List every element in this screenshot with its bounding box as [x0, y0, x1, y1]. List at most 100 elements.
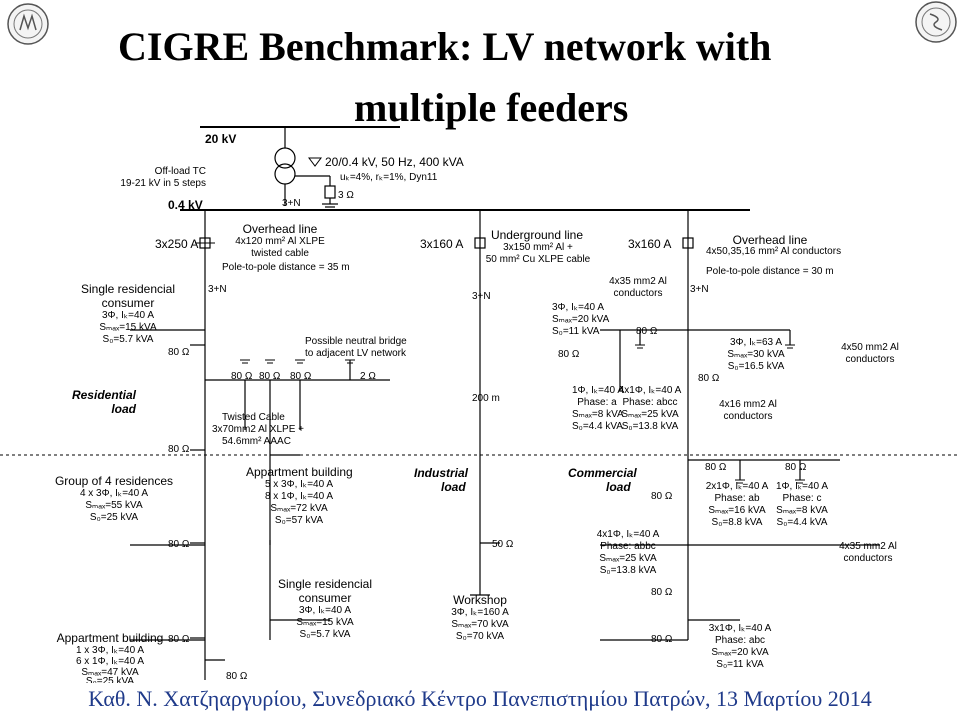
workshop-smax: Sₘₐₓ=70 kVA [451, 619, 509, 630]
residential-line-cable-type: twisted cable [251, 248, 309, 259]
commercial-cond50-label: conductors [845, 354, 895, 365]
apartment-building-1-smax: Sₘₐₓ=72 kVA [270, 503, 328, 514]
res-ground-r2: 80 Ω [231, 371, 253, 382]
transformer-primary [274, 147, 296, 169]
commercial-cond50-size: 4x50 mm2 Al [841, 342, 899, 353]
commercial-ground-r4: 80 Ω [651, 491, 673, 502]
apartment-building-2-s0: S₀=25 kVA [85, 676, 135, 687]
industrial-ground-r: 50 Ω [492, 539, 514, 550]
hv-voltage-label: 20 kV [205, 132, 237, 146]
industrial-connection: 3+N [472, 291, 491, 302]
commercial-load-label: Commercial [568, 466, 637, 480]
res-consumer-smax: Sₘₐₓ=15 kVA [99, 322, 157, 333]
apartment-building-1-title: Appartment building [246, 465, 353, 479]
commercial-load-8-smax: Sₘₐₓ=20 kVA [711, 647, 769, 658]
transformer-secondary [274, 163, 296, 185]
commercial-load-7-phases: Phase: abbc [600, 541, 656, 552]
commercial-load-1-phase: 3Φ, Iₖ=40 A [552, 302, 604, 313]
transformer-connection: 3+N [282, 198, 301, 209]
commercial-connection: 3+N [690, 284, 709, 295]
industrial-line-type: Underground line [490, 228, 584, 242]
res-consumer-s0: S₀=5.7 kVA [102, 334, 154, 345]
industrial-line-cable: 3x150 mm² Al + [503, 242, 573, 253]
transformer-rating: 20/0.4 kV, 50 Hz, 400 kVA [325, 155, 464, 169]
res-consumer-phase: 3Φ, Iₖ=40 A [102, 310, 154, 321]
group-residences-phase: 4 x 3Φ, Iₖ=40 A [79, 488, 149, 499]
commercial-cond35-size: 4x35 mm2 Al [839, 541, 897, 552]
commercial-ground-r7: 80 Ω [651, 587, 673, 598]
commercial-load-8-phase: 3x1Φ, Iₖ=40 A [708, 623, 772, 634]
res-consumer-title: Single residencial [80, 282, 176, 296]
transformer-params: uₖ=4%, rₖ=1%, Dyn11 [340, 172, 438, 183]
apartment-building-1-1ph: 8 x 1Φ, Iₖ=40 A [264, 491, 334, 502]
residential-line-distance: Pole-to-pole distance = 35 m [222, 262, 350, 273]
apartment-building-2-1ph: 6 x 1Φ, Iₖ=40 A [75, 656, 145, 667]
commercial-load-4-smax: Sₘₐₓ=30 kVA [727, 349, 785, 360]
tap-changer-steps: 19-21 kV in 5 steps [120, 178, 206, 189]
commercial-cond-size: 4x35 mm2 Al [609, 276, 667, 287]
res-ground-r4: 80 Ω [290, 371, 312, 382]
commercial-load-3-smax: Sₘₐₓ=25 kVA [621, 409, 679, 420]
commercial-load-6-smax: Sₘₐₓ=8 kVA [776, 505, 828, 516]
commercial-ground-r2: 80 Ω [558, 349, 580, 360]
res-ground-r1: 80 Ω [168, 347, 190, 358]
res-consumer-title2: consumer [101, 296, 155, 310]
industrial-load-label2: load [441, 480, 466, 494]
twisted-cable-type: 3x70mm2 Al XLPE + [212, 424, 304, 435]
res-consumer-2-s0: S₀=5.7 kVA [299, 629, 351, 640]
res-consumer-2-title: Single residencial [277, 577, 373, 591]
lv-voltage-label: 0.4 kV [168, 198, 203, 212]
res-consumer-2-phase: 3Φ, Iₖ=40 A [299, 605, 351, 616]
commercial-load-7-phase: 4x1Φ, Iₖ=40 A [596, 529, 660, 540]
res-ground-r9: 80 Ω [226, 671, 248, 682]
twisted-cable-label: Twisted Cable [222, 412, 285, 423]
commercial-ground-r5: 80 Ω [705, 462, 727, 473]
commercial-load-2-smax: Sₘₐₓ=8 kVA [572, 409, 624, 420]
workshop-phase: 3Φ, Iₖ=160 A [451, 607, 509, 618]
commercial-load-5-phases: Phase: ab [714, 493, 760, 504]
page-title: CIGRE Benchmark: LV network with [118, 24, 772, 69]
residential-connection: 3+N [208, 284, 227, 295]
bridge-note2: to adjacent LV network [305, 348, 406, 359]
commercial-load-1-s0: S₀=11 kVA [552, 326, 600, 337]
residential-load-label2: load [111, 402, 136, 416]
commercial-load-4-phase: 3Φ, Iₖ=63 A [730, 337, 782, 348]
residential-load-label: Residential [71, 388, 136, 402]
commercial-load-5-s0: S₀=8.8 kVA [711, 517, 763, 528]
res-consumer-2-smax: Sₘₐₓ=15 kVA [296, 617, 354, 628]
commercial-load-7-smax: Sₘₐₓ=25 kVA [599, 553, 657, 564]
commercial-load-8-s0: S₀=11 kVA [716, 659, 764, 670]
footer-credit: Καθ. Ν. Χατζηαργυρίου, Συνεδριακό Κέντρο… [0, 683, 960, 714]
commercial-ground-r1: 80 Ω [636, 326, 658, 337]
industrial-length: 200 m [472, 393, 500, 404]
commercial-load-6-s0: S₀=4.4 kVA [776, 517, 828, 528]
res-ground-r3: 80 Ω [259, 371, 281, 382]
commercial-load-7-s0: S₀=13.8 kVA [599, 565, 657, 576]
group-residences-s0: S₀=25 kVA [89, 512, 139, 523]
commercial-load-6-phases: Phase: c [782, 493, 822, 504]
commercial-cond16-size: 4x16 mm2 Al [719, 399, 777, 410]
apartment-building-2-smax: Sₘₐₓ=47 kVA [81, 667, 139, 678]
commercial-line-cable: 4x50,35,16 mm² Al conductors [706, 246, 842, 257]
res-ground-r6: 80 Ω [168, 444, 190, 455]
commercial-breaker: 3x160 A [628, 237, 672, 251]
commercial-load-2-phases: Phase: a [577, 397, 617, 408]
commercial-load-6-phase: 1Φ, Iₖ=40 A [776, 481, 828, 492]
commercial-load-3-phases: Phase: abcc [622, 397, 678, 408]
res-ground-r7: 80 Ω [168, 539, 190, 550]
commercial-load-label2: load [606, 480, 631, 494]
commercial-load-4-s0: S₀=16.5 kVA [727, 361, 785, 372]
commercial-load-5-phase: 2x1Φ, Iₖ=40 A [705, 481, 769, 492]
commercial-line-type: Overhead line [732, 233, 808, 247]
commercial-load-5-smax: Sₘₐₓ=16 kVA [708, 505, 766, 516]
commercial-cond16-label: conductors [723, 411, 773, 422]
apartment-building-2-title: Appartment building [56, 631, 164, 645]
industrial-breaker: 3x160 A [420, 237, 464, 251]
commercial-load-3-phase: 4x1Φ, Iₖ=40 A [618, 385, 682, 396]
commercial-ground-r8: 80 Ω [651, 634, 673, 645]
apartment-building-1-3ph: 5 x 3Φ, Iₖ=40 A [264, 479, 334, 490]
commercial-load-3-s0: S₀=13.8 kVA [621, 421, 679, 432]
commercial-load-8-phases: Phase: abc [714, 635, 766, 646]
commercial-line-distance: Pole-to-pole distance = 30 m [706, 266, 834, 277]
